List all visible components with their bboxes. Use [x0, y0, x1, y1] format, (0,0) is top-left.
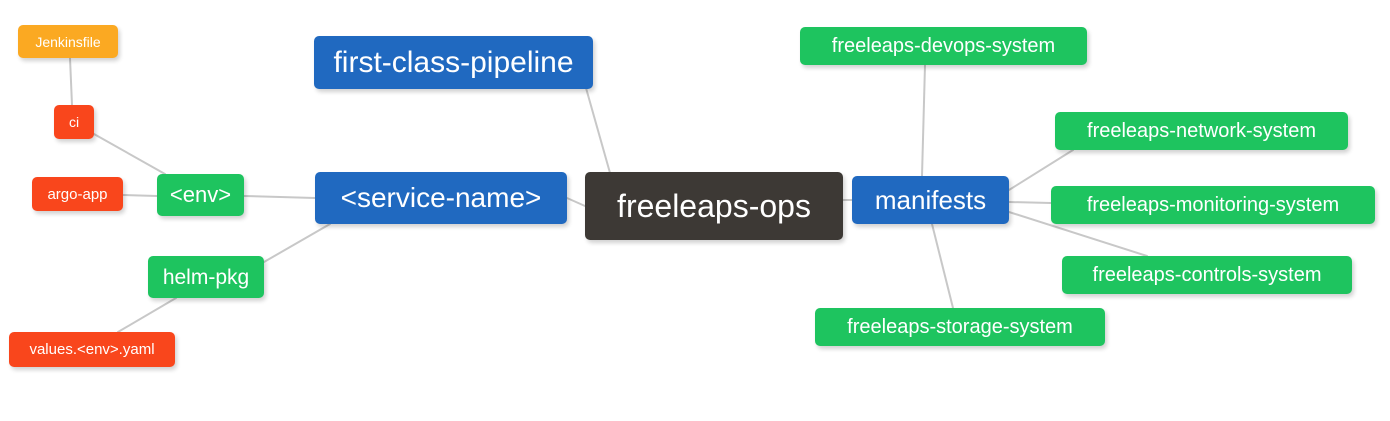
node-freeleaps-controls-system[interactable]: freeleaps-controls-system	[1062, 256, 1352, 294]
node-freeleaps-devops-system[interactable]: freeleaps-devops-system	[800, 27, 1087, 65]
edge-service-name-to-env	[243, 195, 316, 199]
edge-freeleaps-ops-to-first-class-pipeline	[585, 87, 613, 181]
node-helm-pkg[interactable]: helm-pkg	[148, 256, 264, 298]
node-service-name[interactable]: <service-name>	[315, 172, 567, 224]
edge-manifests-to-freeleaps-storage-system	[931, 223, 954, 309]
node-freeleaps-ops[interactable]: freeleaps-ops	[585, 172, 843, 240]
edge-manifests-to-freeleaps-monitoring-system	[1008, 201, 1052, 204]
node-values-env-yaml[interactable]: values.<env>.yaml	[9, 332, 175, 367]
node-argo-app[interactable]: argo-app	[32, 177, 123, 211]
edge-env-to-ci	[93, 133, 166, 175]
edge-helm-pkg-to-values-env-yaml	[117, 297, 177, 333]
node-manifests[interactable]: manifests	[852, 176, 1009, 224]
node-ci[interactable]: ci	[54, 105, 94, 139]
node-first-class-pipeline[interactable]: first-class-pipeline	[314, 36, 593, 89]
edge-env-to-argo-app	[122, 194, 158, 197]
edge-ci-to-jenkinsfile	[69, 57, 73, 106]
node-jenkinsfile[interactable]: Jenkinsfile	[18, 25, 118, 58]
edge-freeleaps-ops-to-service-name	[566, 197, 586, 207]
node-freeleaps-storage-system[interactable]: freeleaps-storage-system	[815, 308, 1105, 346]
node-freeleaps-network-system[interactable]: freeleaps-network-system	[1055, 112, 1348, 150]
edge-manifests-to-freeleaps-devops-system	[921, 64, 926, 177]
node-env[interactable]: <env>	[157, 174, 244, 216]
edge-service-name-to-helm-pkg	[263, 223, 331, 263]
edge-manifests-to-freeleaps-network-system	[1008, 149, 1074, 191]
node-freeleaps-monitoring-system[interactable]: freeleaps-monitoring-system	[1051, 186, 1375, 224]
